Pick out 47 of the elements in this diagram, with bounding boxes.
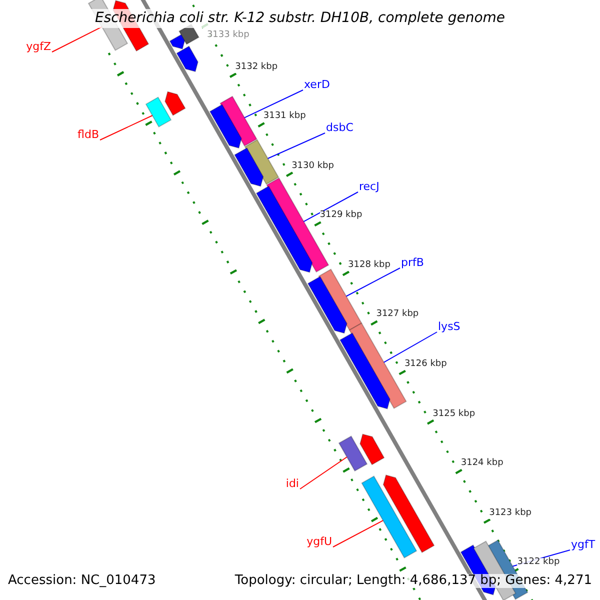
scale-label: 3131 kbp: [263, 112, 306, 122]
gene-bar: [339, 332, 390, 410]
scale-label: 3123 kbp: [489, 508, 532, 519]
leader-line: [244, 90, 304, 118]
gene-label: xerD: [304, 79, 330, 92]
gene-bar: [338, 436, 368, 472]
scale-label: 3132 kbp: [235, 62, 278, 73]
leader-line: [303, 192, 358, 222]
gene-bar: [382, 474, 435, 554]
gene-bar: [164, 91, 186, 116]
gene-label: prfB: [401, 257, 424, 270]
gene-label: fldB: [78, 129, 99, 142]
gene-label: lysS: [438, 321, 460, 334]
leader-line: [300, 456, 348, 490]
footer-text: Accession: NC_010473: [8, 574, 156, 588]
scale-label: 3128 kbp: [348, 260, 390, 271]
gene-bar: [234, 147, 264, 187]
scale-label: 3124 kbp: [460, 459, 504, 469]
gene-bar: [256, 186, 313, 273]
gene-label: ygfT: [571, 539, 596, 552]
gene-label: ygfU: [306, 536, 332, 548]
scale-label: 3122 kbp: [517, 558, 560, 568]
gene-bar: [307, 276, 348, 334]
scale-label: 3129 kbp: [320, 211, 362, 222]
gene-bar: [361, 476, 418, 558]
scale-label: 3125 kbp: [432, 410, 476, 420]
leader-line: [52, 26, 102, 52]
gene-label: idi: [286, 478, 299, 490]
leader-line: [332, 520, 384, 548]
gene-bar: [209, 104, 242, 149]
scale-label: 3133 kbp: [206, 31, 250, 41]
gene-label: ygfZ: [26, 41, 51, 54]
footer-text: Topology: circular; Length: 4,686,137 bp; Genes: 4,271: [234, 574, 592, 588]
scale-label: 3130 kbp: [292, 162, 334, 172]
scale-label: 3127 kbp: [376, 310, 419, 320]
leader-line: [346, 268, 400, 297]
gene-bar: [169, 34, 186, 50]
gene-bar: [176, 46, 198, 72]
leader-line: [267, 132, 326, 160]
gene-bar: [360, 434, 385, 466]
gene-label: dsbC: [326, 122, 354, 134]
scale-label: 3126 kbp: [404, 360, 447, 370]
leader-line: [383, 332, 438, 363]
leader-line: [100, 115, 153, 140]
gene-label: recJ: [359, 181, 380, 194]
gene-bar: [145, 96, 172, 128]
gene-bar: [244, 139, 280, 185]
